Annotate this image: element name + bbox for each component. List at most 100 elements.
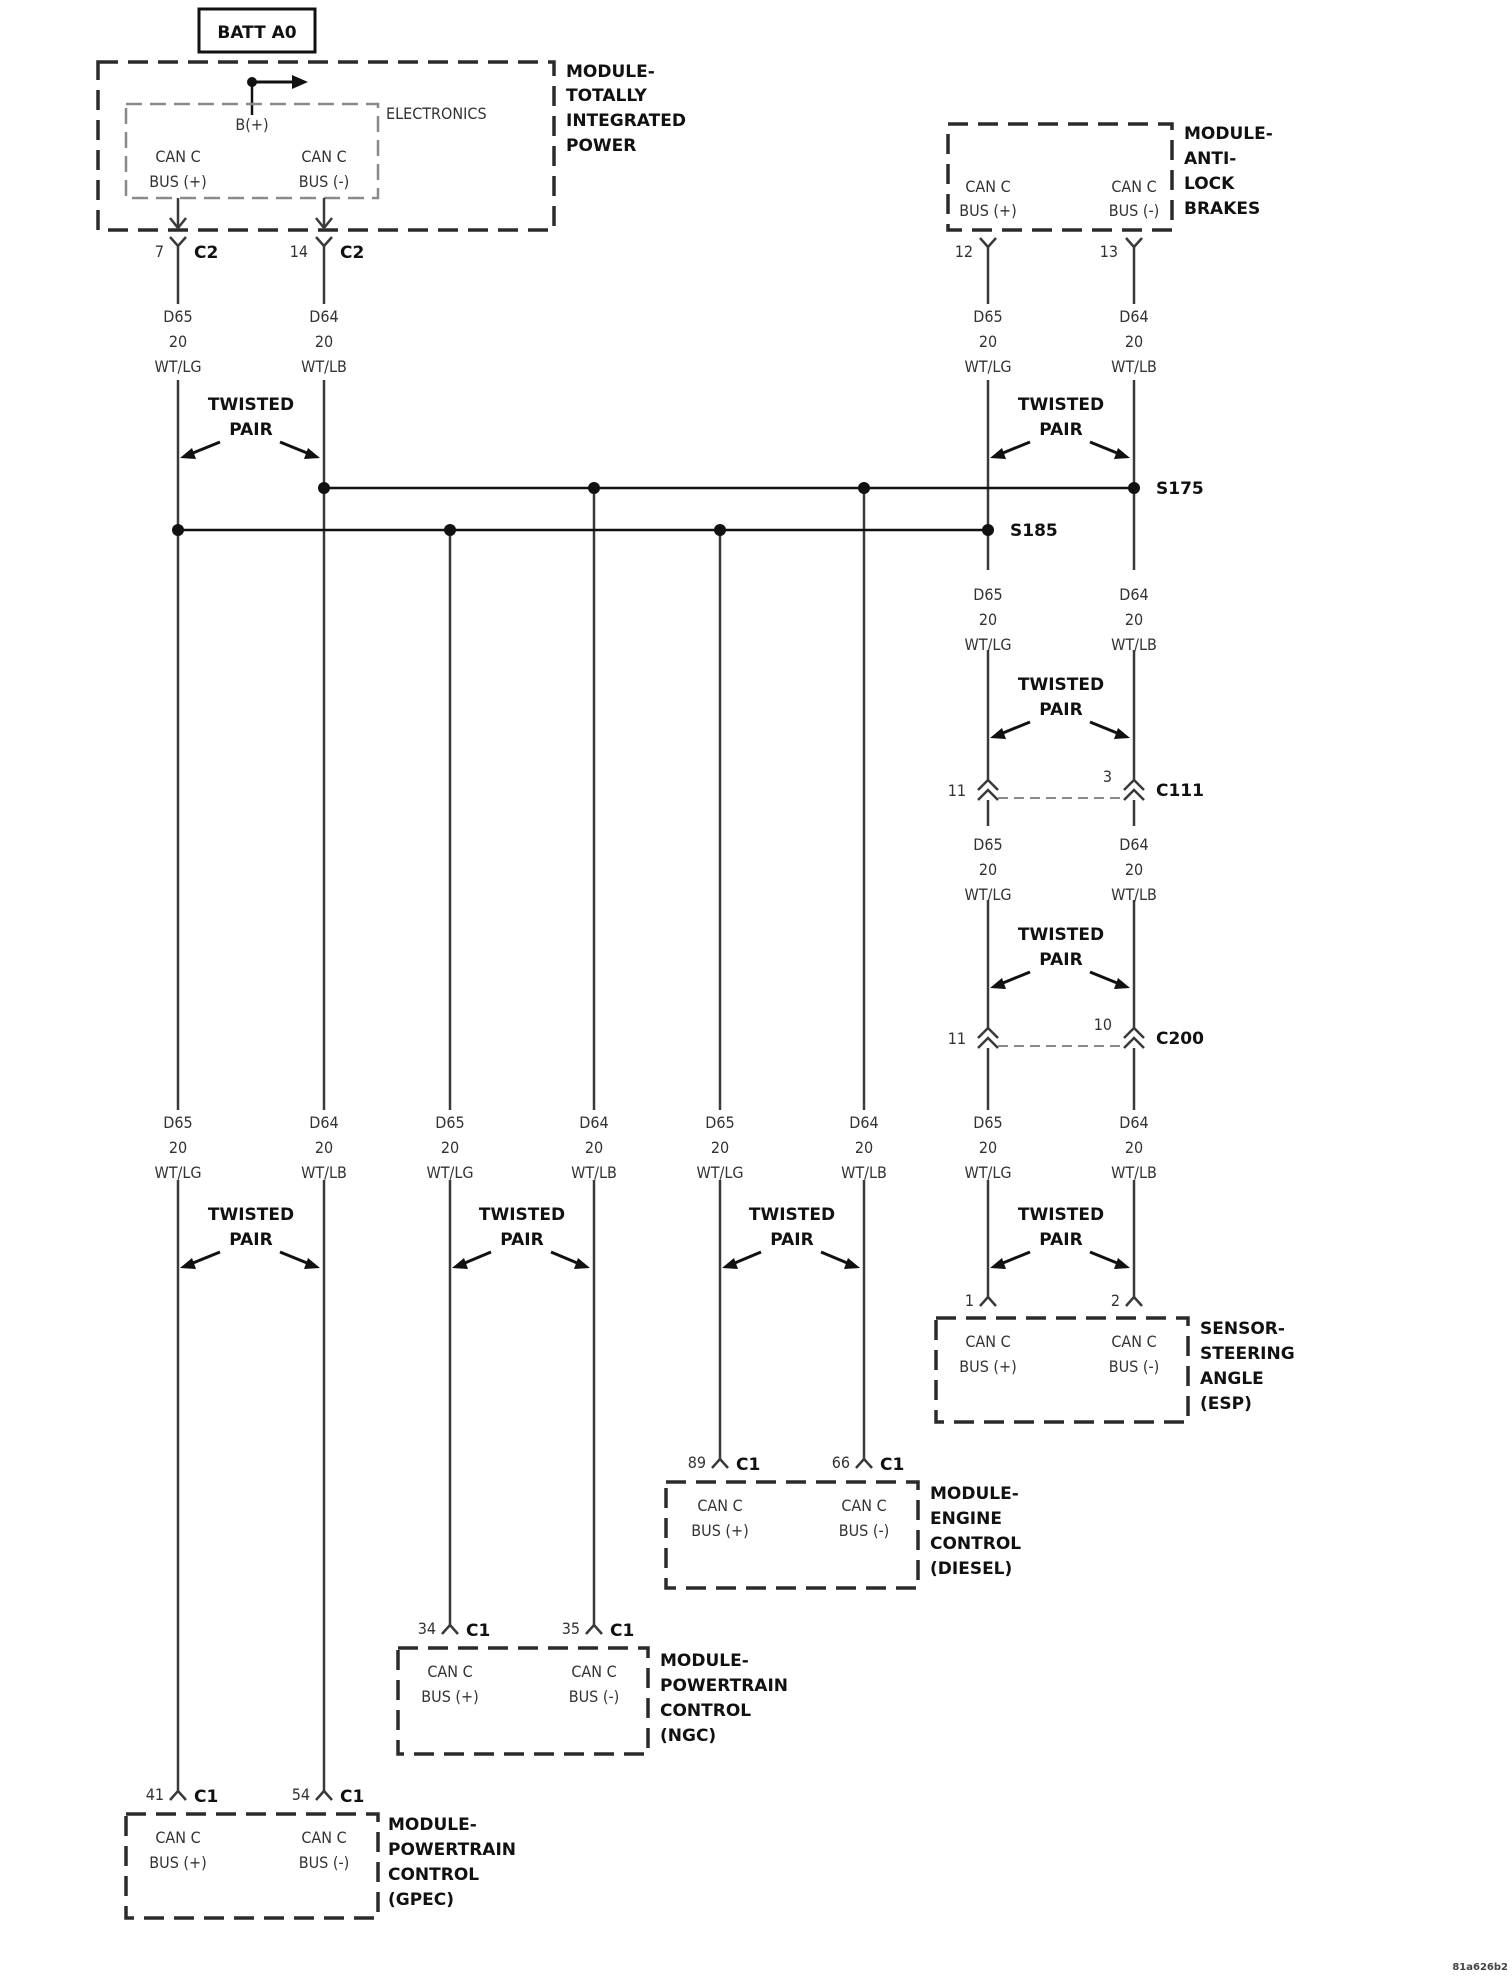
battery-feed: BATT A0 <box>197 7 317 115</box>
ecm-title-3: CONTROL <box>930 1534 1021 1554</box>
twisted-pair-label-2: PAIR <box>229 420 272 440</box>
ecm-title-1: MODULE- <box>930 1484 1019 1504</box>
wire-color: WT/LG <box>154 357 201 376</box>
wire-labels-c111: D65 20 WT/LG D64 20 WT/LB <box>964 835 1156 904</box>
sas-pin-plus: 1 <box>965 1291 974 1310</box>
module-engine-control[interactable]: CAN C BUS (+) CAN C BUS (-) MODULE- ENGI… <box>664 1480 1021 1590</box>
twisted-pair-marker: TWISTED PAIR <box>990 395 1130 459</box>
gpec-connector-minus: C1 <box>340 1787 364 1807</box>
sas-title-3: ANGLE <box>1200 1369 1264 1389</box>
wire-color: WT/LB <box>571 1163 617 1182</box>
sas-pin-minus-symbol <box>1125 1295 1143 1307</box>
wire-color: WT/LG <box>964 635 1011 654</box>
wire-circuit: D65 <box>705 1113 734 1132</box>
wire-color: WT/LG <box>154 1163 201 1182</box>
twisted-pair-marker: TWISTED PAIR <box>990 925 1130 989</box>
module-powertrain-control-gpec[interactable]: CAN C BUS (+) CAN C BUS (-) MODULE- POWE… <box>124 1812 516 1920</box>
twisted-pair-marker: TWISTED PAIR <box>990 1205 1130 1269</box>
ecm-pins: 89 C1 66 C1 <box>688 1453 905 1475</box>
splice-s185[interactable]: S185 <box>172 521 1058 541</box>
twisted-pair-label-1: TWISTED <box>1018 395 1104 415</box>
ecm-connector-minus: C1 <box>880 1455 904 1475</box>
twisted-pair-arrowhead-left <box>990 978 1006 989</box>
twisted-pair-marker: TWISTED PAIR <box>180 1205 320 1269</box>
c200-label: C200 <box>1156 1029 1204 1049</box>
ngc-connector-plus: C1 <box>466 1621 490 1641</box>
gpec-outline <box>124 1812 380 1920</box>
twisted-pair-label-2: PAIR <box>1039 950 1082 970</box>
twisted-pair-label-2: PAIR <box>1039 700 1082 720</box>
wire-circuit: D65 <box>163 1113 192 1132</box>
twisted-pair-label-2: PAIR <box>229 1230 272 1250</box>
abs-wire-labels: D65 20 WT/LG D64 20 WT/LB <box>964 307 1156 376</box>
module-abs[interactable]: CAN C BUS (+) CAN C BUS (-) MODULE- ANTI… <box>946 122 1273 232</box>
wire-circuit: D64 <box>579 1113 608 1132</box>
tipm-arrow-plus <box>169 217 187 231</box>
twisted-pair-arrowhead-left <box>722 1258 738 1269</box>
twisted-pair-arrowhead-right <box>574 1258 590 1269</box>
ecm-pin-minus: 66 <box>832 1453 850 1472</box>
twisted-pair-arrowhead-right <box>1114 1258 1130 1269</box>
ngc-title-4: (NGC) <box>660 1726 716 1746</box>
wire-circuit: D64 <box>1119 307 1148 326</box>
inline-connector-c111[interactable]: 11 3 C111 <box>948 767 1204 801</box>
wire-gauge: 20 <box>585 1138 603 1157</box>
tipm-can-label: CAN C <box>155 147 200 166</box>
abs-title-3: LOCK <box>1184 174 1235 194</box>
gpec-pin-minus-symbol <box>315 1789 333 1801</box>
splice-s175[interactable]: S175 <box>318 479 1204 499</box>
wire-circuit: D64 <box>849 1113 878 1132</box>
wire-color: WT/LB <box>1111 357 1157 376</box>
wire-circuit: D65 <box>973 307 1002 326</box>
wire-gauge: 20 <box>169 1138 187 1157</box>
splice-dot <box>1128 482 1140 494</box>
tipm-outline <box>96 60 556 232</box>
tipm-power-pin: B(+) <box>235 115 268 134</box>
splice-dot <box>588 482 600 494</box>
wire-circuit: D64 <box>1119 585 1148 604</box>
sas-outline <box>934 1316 1190 1424</box>
gpec-can-label: CAN C <box>155 1828 200 1847</box>
gpec-title-4: (GPEC) <box>388 1890 454 1910</box>
tipm-pin-minus: 14 <box>290 242 308 261</box>
module-powertrain-control-ngc[interactable]: CAN C BUS (+) CAN C BUS (-) MODULE- POWE… <box>396 1646 788 1756</box>
module-steering-angle-sensor[interactable]: CAN C BUS (+) CAN C BUS (-) SENSOR- STEE… <box>934 1316 1295 1424</box>
wire-color: WT/LB <box>1111 635 1157 654</box>
pcm-gpec-pins: 41 C1 54 C1 <box>146 1785 365 1807</box>
abs-pin-minus: 13 <box>1100 242 1118 261</box>
c200-plus-symbol-bottom <box>977 1036 999 1049</box>
tipm-pin-plus-symbol <box>169 236 187 248</box>
c200-plus-symbol-top <box>977 1026 999 1039</box>
gpec-connector-plus: C1 <box>194 1787 218 1807</box>
module-tipm[interactable]: ELECTRONICS B(+) CAN C BUS (+) CAN C BUS… <box>96 60 686 232</box>
sas-bus-plus: BUS (+) <box>959 1357 1016 1376</box>
gpec-title-1: MODULE- <box>388 1815 477 1835</box>
ecm-pin-plus-symbol <box>711 1457 729 1469</box>
wire-circuit: D64 <box>1119 1113 1148 1132</box>
ngc-pin-minus-symbol <box>585 1623 603 1635</box>
c111-minus-symbol-top <box>1123 778 1145 791</box>
wire-color: WT/LB <box>301 1163 347 1182</box>
wire-gauge: 20 <box>979 610 997 629</box>
twisted-pair-label-1: TWISTED <box>749 1205 835 1225</box>
c200-pin-minus: 10 <box>1094 1015 1112 1034</box>
inline-connector-c200[interactable]: 11 10 C200 <box>948 1015 1204 1049</box>
wire-color: WT/LG <box>426 1163 473 1182</box>
sas-pin-minus: 2 <box>1111 1291 1120 1310</box>
tipm-pins: 7 C2 14 C2 <box>155 236 364 263</box>
ngc-bus-minus: BUS (-) <box>569 1687 620 1706</box>
ngc-title-3: CONTROL <box>660 1701 751 1721</box>
twisted-pair-label-1: TWISTED <box>479 1205 565 1225</box>
wire-circuit: D65 <box>973 585 1002 604</box>
c200-minus-symbol-bottom <box>1123 1036 1145 1049</box>
abs-can-label: CAN C <box>965 177 1010 196</box>
battery-feed-arrow-head <box>292 75 308 89</box>
ecm-outline <box>664 1480 920 1590</box>
wire-circuit: D64 <box>309 307 338 326</box>
twisted-pair-label-1: TWISTED <box>1018 925 1104 945</box>
twisted-pair-label-2: PAIR <box>770 1230 813 1250</box>
gpec-bus-minus: BUS (-) <box>299 1853 350 1872</box>
ngc-can-label: CAN C <box>571 1662 616 1681</box>
twisted-pair-arrowhead-left <box>990 1258 1006 1269</box>
